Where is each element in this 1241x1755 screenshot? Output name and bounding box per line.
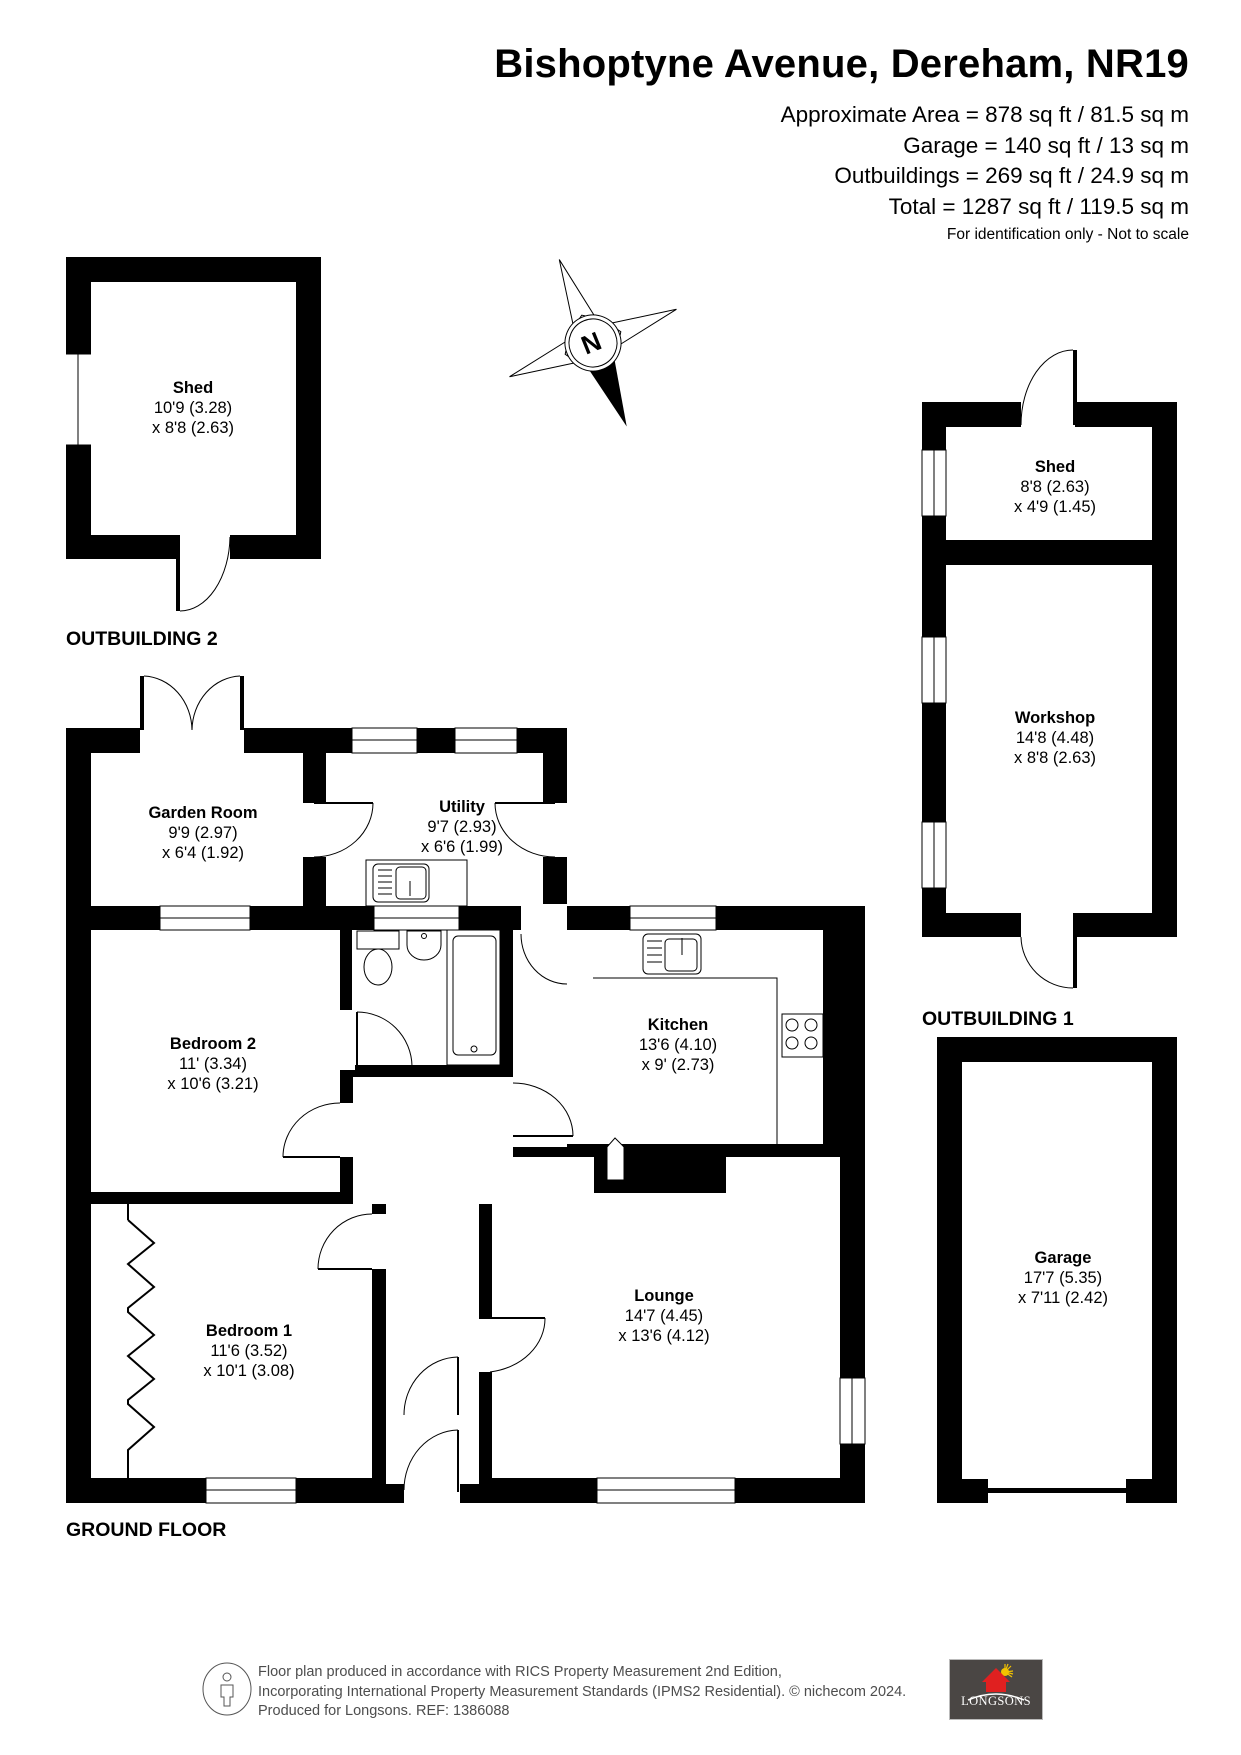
garage-door-icon xyxy=(988,1488,1126,1493)
washbasin-icon xyxy=(406,930,442,961)
outbuilding-1-walls xyxy=(921,400,1177,939)
room-label-garage: Garage 17'7 (5.35) x 7'11 (2.42) xyxy=(1018,1249,1108,1307)
area-outbuildings: Outbuildings = 269 sq ft / 24.9 sq m xyxy=(834,163,1189,188)
area-garage: Garage = 140 sq ft / 13 sq m xyxy=(903,132,1189,158)
shed1-door-icon xyxy=(1020,349,1077,426)
measurement-standard-icon xyxy=(202,1662,252,1716)
footer-disclaimer: Floor plan produced in accordance with R… xyxy=(258,1663,906,1722)
bathtub-icon xyxy=(446,929,501,1066)
hob-icon xyxy=(781,1013,824,1058)
footer-line-2: Incorporating International Property Mea… xyxy=(258,1683,907,1700)
garage-walls xyxy=(937,1037,1177,1505)
property-title: Bishoptyne Avenue, Dereham, NR19 xyxy=(494,42,1189,86)
room-label-utility: Utility 9'7 (2.93) x 6'6 (1.99) xyxy=(420,798,504,856)
room-label-kitchen: Kitchen 13'6 (4.10) x 9' (2.73) xyxy=(638,1016,718,1074)
area-total: Total = 1287 sq ft / 119.5 sq m xyxy=(888,193,1189,219)
workshop-door-icon xyxy=(1020,913,1077,989)
logo-house-sun-icon xyxy=(967,1663,1025,1701)
room-label-shed-outbuilding-2: Shed 10'9 (3.28) x 8'8 (2.63) xyxy=(151,379,235,437)
footer-line-1: Floor plan produced in accordance with R… xyxy=(258,1664,782,1680)
logo-text: LONGSONS xyxy=(961,1694,1031,1708)
room-label-shed-outbuilding-1: Shed 8'8 (2.63) x 4'9 (1.45) xyxy=(1013,458,1097,516)
section-label-ground-floor: GROUND FLOOR xyxy=(66,1519,227,1541)
section-label-outbuilding-2: OUTBUILDING 2 xyxy=(66,628,218,650)
french-doors-icon xyxy=(140,675,244,755)
footer-line-3: Produced for Longsons. REF: 1386088 xyxy=(258,1703,510,1719)
utility-sink-icon xyxy=(365,859,468,907)
shed2-door-icon xyxy=(176,535,231,612)
room-label-bedroom-1: Bedroom 1 11'6 (3.52) x 10'1 (3.08) xyxy=(203,1322,295,1380)
room-label-workshop: Workshop 14'8 (4.48) x 8'8 (2.63) xyxy=(1013,709,1097,767)
kitchen-sink-icon xyxy=(642,933,702,975)
longsons-logo: LONGSONS xyxy=(949,1659,1043,1720)
room-label-lounge: Lounge 14'7 (4.45) x 13'6 (4.12) xyxy=(618,1287,710,1345)
area-summary: Approximate Area = 878 sq ft / 81.5 sq m… xyxy=(781,100,1189,222)
wardrobe-icon xyxy=(126,1204,156,1478)
scale-disclaimer: For identification only - Not to scale xyxy=(946,226,1189,243)
room-label-garden-room: Garden Room 9'9 (2.97) x 6'4 (1.92) xyxy=(148,804,258,862)
kitchen-worktop xyxy=(593,977,778,1144)
area-approximate: Approximate Area = 878 sq ft / 81.5 sq m xyxy=(780,102,1189,127)
toilet-icon xyxy=(356,930,400,986)
outbuilding-2-walls xyxy=(66,257,321,561)
room-label-bedroom-2: Bedroom 2 11' (3.34) x 10'6 (3.21) xyxy=(167,1035,259,1093)
north-compass-icon xyxy=(509,259,677,427)
door-swings xyxy=(282,802,574,1492)
section-label-outbuilding-1: OUTBUILDING 1 xyxy=(922,1008,1074,1030)
